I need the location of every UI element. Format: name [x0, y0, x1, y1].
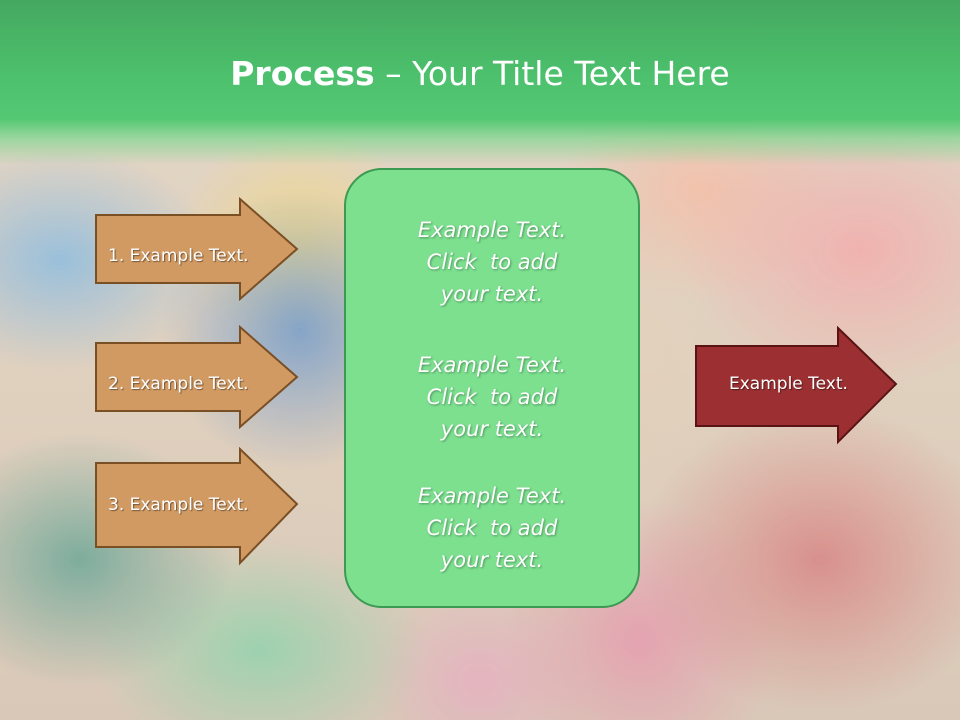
paragraph-2-line-3: your text.: [440, 417, 544, 441]
step-arrow-3[interactable]: 3. Example Text.: [94, 447, 300, 567]
arrow-shape-3: [95, 447, 299, 566]
title-rest: – Your Title Text Here: [374, 54, 730, 93]
title-bold: Process: [230, 54, 375, 93]
arrow-shape-1: [95, 197, 299, 301]
result-arrow[interactable]: Example Text.: [694, 326, 900, 446]
paragraph-3-line-2: Click to add: [426, 516, 558, 540]
paragraph-1-line-3: your text.: [440, 282, 544, 306]
paragraph-1-line-1: Example Text.: [417, 218, 567, 242]
slide-title[interactable]: Process – Your Title Text Here: [0, 52, 960, 96]
step-arrow-2[interactable]: 2. Example Text.: [94, 325, 300, 429]
paragraph-2-line-2: Click to add: [426, 385, 558, 409]
title-band: Process – Your Title Text Here: [0, 0, 960, 165]
paragraph-2-line-1: Example Text.: [417, 353, 567, 377]
result-arrow-label: Example Text.: [729, 374, 848, 394]
center-paragraph-3: Example Text. Click to add your text.: [346, 480, 638, 576]
center-paragraph-2: Example Text. Click to add your text.: [346, 349, 638, 445]
step-arrow-1-label: 1. Example Text.: [108, 246, 249, 266]
result-arrow-shape: [695, 326, 898, 445]
center-paragraph-1: Example Text. Click to add your text.: [346, 214, 638, 310]
step-arrow-2-label: 2. Example Text.: [108, 374, 249, 394]
arrow-shape-2: [95, 325, 299, 429]
step-arrow-3-label: 3. Example Text.: [108, 495, 249, 515]
paragraph-1-line-2: Click to add: [426, 250, 558, 274]
paragraph-3-line-3: your text.: [440, 548, 544, 572]
step-arrow-1[interactable]: 1. Example Text.: [94, 197, 300, 301]
center-text-box[interactable]: Example Text. Click to add your text. Ex…: [344, 168, 640, 608]
paragraph-3-line-1: Example Text.: [417, 484, 567, 508]
